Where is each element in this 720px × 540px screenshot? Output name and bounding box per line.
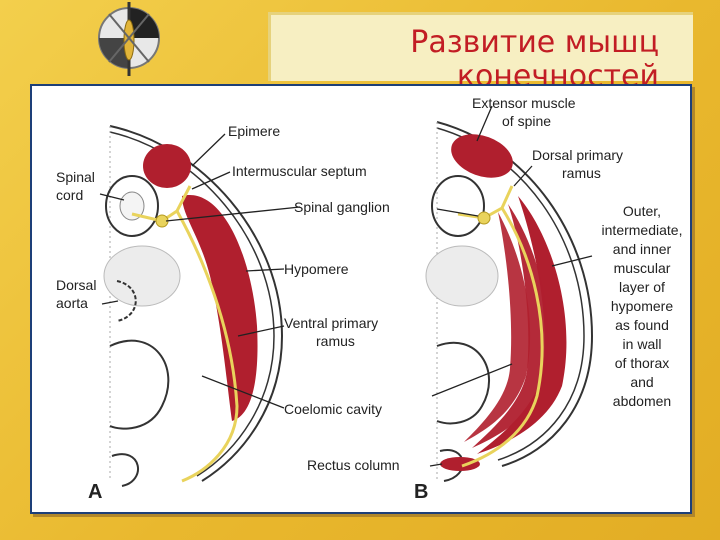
label-spinal-cord-2: cord xyxy=(56,187,83,203)
label-hypomere-layers-line: muscular xyxy=(614,260,671,276)
label-dorsal-ramus-2: ramus xyxy=(562,165,601,181)
panel-b-letter: B xyxy=(414,481,428,503)
label-spinal-cord-1: Spinal xyxy=(56,169,95,185)
label-spinal-ganglion: Spinal ganglion xyxy=(294,199,390,215)
label-hypomere-layers-line: layer of xyxy=(619,279,665,295)
label-hypomere-layers-line: in wall xyxy=(623,336,662,352)
label-ventral-ramus-2: ramus xyxy=(316,333,355,349)
label-dorsal-aorta-2: aorta xyxy=(56,295,88,311)
label-dorsal-aorta-1: Dorsal xyxy=(56,277,96,293)
label-rectus-column: Rectus column xyxy=(307,457,400,473)
diagram-svg: Epimere Intermuscular septum Spinal cord… xyxy=(32,86,690,512)
label-dorsal-ramus-1: Dorsal primary xyxy=(532,147,623,163)
label-hypomere: Hypomere xyxy=(284,261,349,277)
logo-emblem xyxy=(84,0,174,80)
label-hypomere-layers-line: of thorax xyxy=(615,355,669,371)
panel-a: Epimere Intermuscular septum Spinal cord… xyxy=(56,123,390,503)
label-ventral-ramus-1: Ventral primary xyxy=(284,315,378,331)
embryo-section-figure: Epimere Intermuscular septum Spinal cord… xyxy=(30,84,692,514)
slide-title-line1: Развитие мышц xyxy=(410,27,659,59)
label-hypomere-layers-line: and xyxy=(630,374,653,390)
label-hypomere-layers-line: and inner xyxy=(613,241,672,257)
panel-b: Extensor muscle of spine Dorsal primary … xyxy=(307,95,682,503)
label-hypomere-layers-line: intermediate, xyxy=(602,222,683,238)
label-extensor-2: of spine xyxy=(502,113,551,129)
label-hypomere-layers-line: as found xyxy=(615,317,669,333)
label-hypomere-layers-line: hypomere xyxy=(611,298,673,314)
label-extensor-1: Extensor muscle xyxy=(472,95,576,111)
title-box: Развитие мышц конечностей xyxy=(268,12,693,81)
label-coelomic-cavity: Coelomic cavity xyxy=(284,401,382,417)
label-hypomere-layers: Outer, intermediate, and inner muscular laye… xyxy=(602,203,683,409)
label-intermuscular-septum: Intermuscular septum xyxy=(232,163,367,179)
panel-a-letter: A xyxy=(88,481,102,503)
label-epimere: Epimere xyxy=(228,123,280,139)
label-hypomere-layers-line: Outer, xyxy=(623,203,661,219)
label-hypomere-layers-line: abdomen xyxy=(613,393,671,409)
